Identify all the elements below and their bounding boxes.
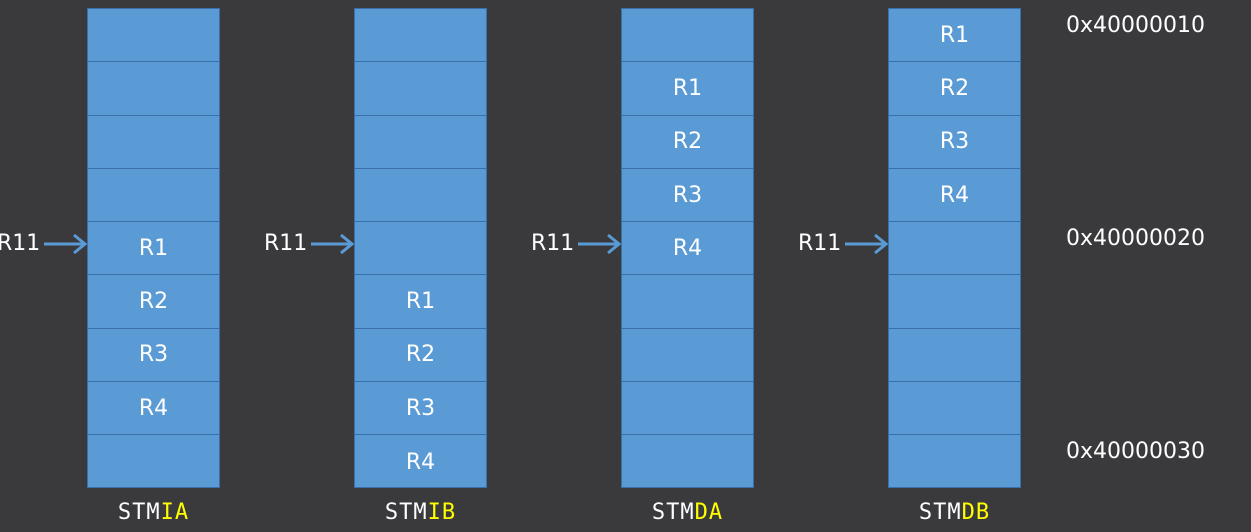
memory-cell bbox=[88, 62, 219, 116]
memory-cell: R4 bbox=[405, 449, 436, 475]
instruction-base: STM bbox=[384, 500, 428, 525]
memory-cell: R2 bbox=[889, 62, 1020, 116]
memory-cell: R2 bbox=[355, 329, 486, 383]
memory-cell: R3 bbox=[622, 169, 753, 223]
memory-cell bbox=[889, 276, 1020, 329]
base-register-pointer: R11 bbox=[531, 229, 622, 259]
memory-cell bbox=[355, 62, 486, 116]
memory-cell bbox=[889, 435, 1020, 488]
addressing-mode: DA bbox=[694, 500, 724, 525]
memory-cell: R3 bbox=[889, 116, 1020, 169]
instruction-caption: STMIA bbox=[87, 500, 220, 525]
instruction-caption: STMIB bbox=[354, 500, 487, 525]
memory-cell: R2 bbox=[622, 116, 753, 169]
memory-cell: R3 bbox=[355, 382, 486, 436]
memory-cell bbox=[88, 9, 219, 63]
memory-cell bbox=[622, 329, 753, 383]
right-arrow-icon bbox=[845, 233, 889, 255]
memory-cell: R1 bbox=[889, 9, 1020, 63]
right-arrow-icon bbox=[311, 233, 355, 255]
pointer-label: R11 bbox=[0, 231, 41, 257]
memory-cell: R1 bbox=[355, 276, 486, 329]
pointer-label: R11 bbox=[798, 231, 842, 257]
memory-cell bbox=[889, 382, 1020, 436]
memory-cell: R4 bbox=[622, 222, 753, 276]
memory-cell bbox=[88, 169, 219, 223]
memory-cell bbox=[355, 169, 486, 223]
addressing-mode: IB bbox=[427, 500, 457, 525]
memory-cell bbox=[622, 9, 753, 63]
instruction-base: STM bbox=[651, 500, 695, 525]
base-register-pointer: R11 bbox=[264, 229, 355, 259]
addressing-mode: DB bbox=[961, 500, 991, 525]
memory-cell: R1 bbox=[622, 62, 753, 116]
base-register-pointer: R11 bbox=[0, 229, 88, 259]
memory-address-label: 0x40000010 bbox=[1066, 12, 1205, 38]
right-arrow-icon bbox=[578, 233, 622, 255]
memory-cell bbox=[622, 435, 753, 488]
memory-address-label: 0x40000020 bbox=[1066, 225, 1205, 251]
memory-cell bbox=[355, 222, 486, 276]
memory-cell bbox=[88, 116, 219, 169]
base-register-pointer: R11 bbox=[798, 229, 889, 259]
pointer-label: R11 bbox=[264, 231, 308, 257]
memory-cell: R1 bbox=[88, 222, 219, 276]
memory-address-label: 0x40000030 bbox=[1066, 439, 1205, 465]
instruction-base: STM bbox=[117, 500, 161, 525]
memory-cell bbox=[889, 222, 1020, 276]
memory-cell bbox=[88, 435, 219, 488]
memory-cell bbox=[622, 276, 753, 329]
addressing-mode: IA bbox=[160, 500, 190, 525]
memory-cell: R3 bbox=[88, 329, 219, 383]
memory-cell: R4 bbox=[889, 169, 1020, 223]
instruction-caption: STMDA bbox=[621, 500, 754, 525]
memory-cell: R2 bbox=[88, 276, 219, 329]
memory-cell bbox=[889, 329, 1020, 383]
memory-cell bbox=[622, 382, 753, 436]
memory-cell: R4 bbox=[88, 382, 219, 436]
right-arrow-icon bbox=[44, 233, 88, 255]
pointer-label: R11 bbox=[531, 231, 575, 257]
memory-cell bbox=[355, 9, 486, 63]
instruction-base: STM bbox=[918, 500, 962, 525]
memory-cell bbox=[355, 116, 486, 169]
instruction-caption: STMDB bbox=[888, 500, 1021, 525]
